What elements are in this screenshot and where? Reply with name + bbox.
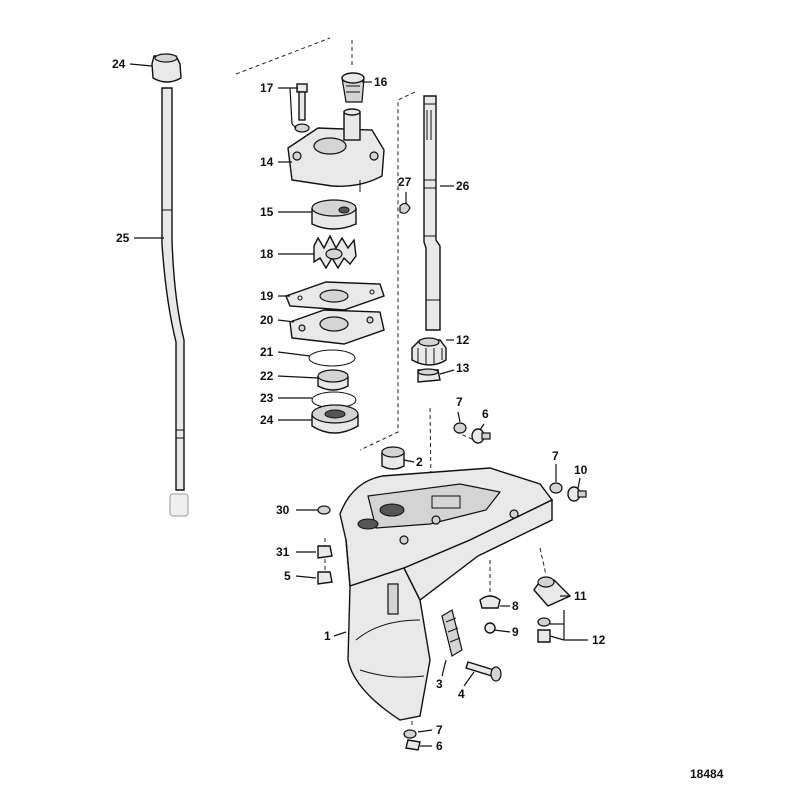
driveshaft-bearing bbox=[311, 404, 359, 434]
callout-7-right: 7 bbox=[552, 449, 559, 463]
callout-18: 17 bbox=[260, 81, 274, 95]
driveshaft-housing bbox=[339, 467, 554, 721]
oil-seal bbox=[317, 369, 349, 391]
callout-11: 11 bbox=[574, 589, 587, 603]
trim-tab bbox=[533, 576, 572, 607]
o-ring-upper bbox=[308, 349, 356, 367]
callout-26: 26 bbox=[456, 179, 470, 193]
callout-28: 24 bbox=[112, 57, 126, 71]
callout-2: 2 bbox=[416, 455, 423, 469]
plate-8 bbox=[479, 595, 501, 609]
washer-7-right bbox=[549, 482, 563, 494]
pinion-gear bbox=[411, 337, 447, 366]
callout-30: 30 bbox=[276, 503, 290, 517]
callout-29: 25 bbox=[116, 231, 130, 245]
washer-7-bottom bbox=[403, 729, 417, 739]
nut-31 bbox=[317, 545, 333, 559]
callout-7-top: 7 bbox=[456, 395, 463, 409]
callout-16: 15 bbox=[260, 205, 274, 219]
callout-22: 21 bbox=[260, 345, 274, 359]
callout-27: 27 bbox=[398, 175, 412, 189]
washer-7-top bbox=[453, 422, 467, 434]
washer-30 bbox=[317, 505, 331, 515]
water-tube-guide bbox=[381, 446, 405, 470]
leader-lines bbox=[129, 63, 588, 747]
figure-number: 18484 bbox=[690, 767, 724, 781]
callout-5: 5 bbox=[284, 569, 291, 583]
trim-tab-bolt bbox=[537, 617, 551, 643]
pump-screw bbox=[294, 83, 310, 133]
callout-23: 22 bbox=[260, 369, 274, 383]
callout-12: 12 bbox=[592, 633, 606, 647]
callout-17: 16 bbox=[374, 75, 388, 89]
callout-25: 24 bbox=[260, 413, 274, 427]
driveshaft bbox=[423, 95, 441, 331]
callout-24: 23 bbox=[260, 391, 274, 405]
impeller bbox=[313, 234, 357, 270]
impeller-housing-insert bbox=[311, 199, 357, 230]
callout-21: 20 bbox=[260, 313, 274, 327]
callout-31: 31 bbox=[276, 545, 290, 559]
callout-19: 18 bbox=[260, 247, 274, 261]
nut-5 bbox=[317, 571, 333, 585]
callout-9: 9 bbox=[512, 625, 519, 639]
callout-10: 10 bbox=[574, 463, 588, 477]
pinion-nut bbox=[417, 368, 441, 383]
shift-shaft-bushing bbox=[151, 53, 182, 83]
pump-face-plate bbox=[285, 281, 385, 311]
driveshaft-key bbox=[399, 202, 411, 214]
screw-10 bbox=[567, 486, 587, 502]
callout-6-bottom: 6 bbox=[436, 739, 443, 753]
callout-6-top: 6 bbox=[482, 407, 489, 421]
callout-4: 4 bbox=[458, 687, 465, 701]
callout-1: 1 bbox=[324, 629, 331, 643]
callout-labels: 24 25 17 16 14 15 18 19 20 21 22 23 24 2… bbox=[112, 57, 724, 781]
anode-plate bbox=[441, 609, 463, 657]
callout-15: 14 bbox=[260, 155, 274, 169]
callout-20: 19 bbox=[260, 289, 274, 303]
screw-6-top bbox=[471, 428, 491, 444]
callout-3: 3 bbox=[436, 677, 443, 691]
pump-base bbox=[289, 309, 385, 345]
water-pump-body bbox=[287, 108, 385, 192]
screw-9 bbox=[484, 622, 496, 634]
callout-8: 8 bbox=[512, 599, 519, 613]
callout-7-bottom: 7 bbox=[436, 723, 443, 737]
water-tube-seal bbox=[341, 72, 365, 103]
screw-6-bottom bbox=[405, 739, 421, 751]
callout-13: 12 bbox=[456, 333, 470, 347]
housing-bolt bbox=[465, 661, 502, 682]
callout-14: 13 bbox=[456, 361, 470, 375]
shift-shaft bbox=[161, 87, 189, 517]
